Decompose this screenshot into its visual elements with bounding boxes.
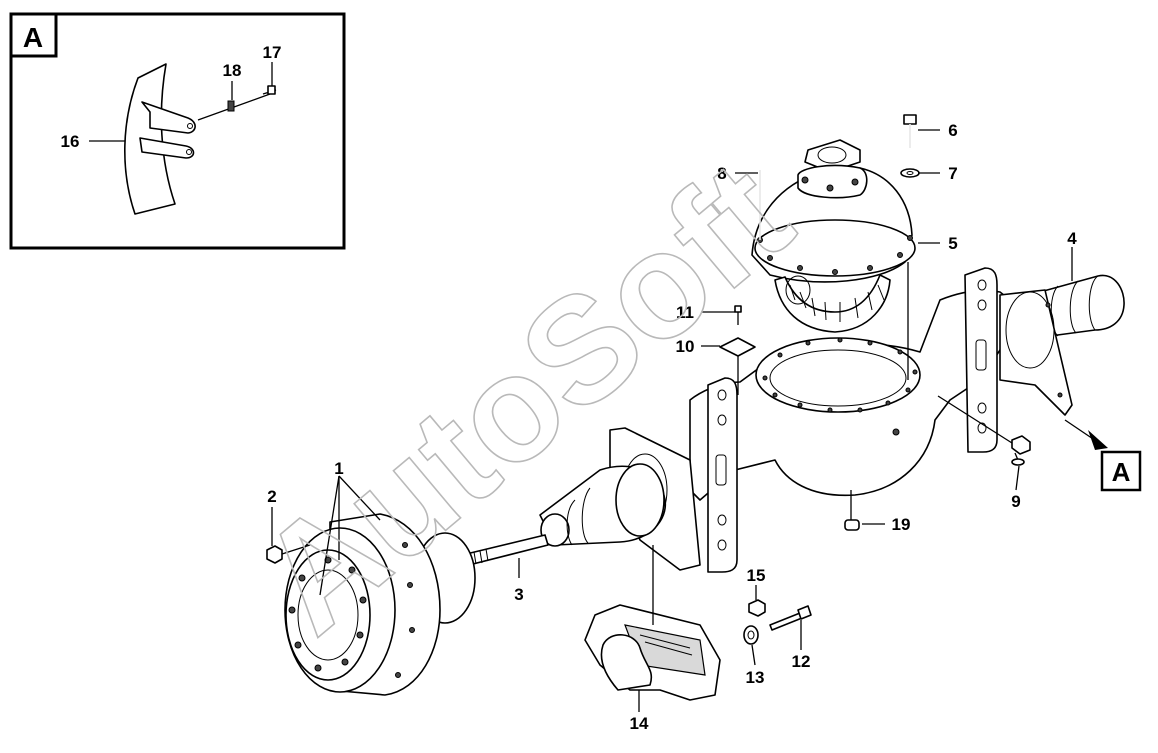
view-letter-box: A [1100, 450, 1142, 492]
callout-19: 19 [892, 515, 911, 534]
callout-17: 17 [263, 43, 282, 62]
callout-13: 13 [746, 668, 765, 687]
bolt-12 [769, 605, 812, 631]
callout-2: 2 [267, 487, 276, 506]
callout-15: 15 [747, 566, 766, 585]
mudguard-bracket-upper [141, 101, 196, 134]
housing-bolt-holes [762, 337, 918, 413]
callout-8: 8 [717, 164, 726, 183]
callout-18: 18 [223, 61, 242, 80]
spring-seat-right [964, 267, 1073, 453]
wheel-hub [284, 513, 476, 696]
callout-labels: 1 2 3 4 5 6 7 8 9 10 11 12 13 14 15 16 1… [61, 43, 1078, 733]
view-a-arrow [1088, 430, 1108, 450]
hub-bolt-circle [288, 556, 367, 672]
gasket-10 [719, 337, 756, 357]
brake-caliper [584, 604, 721, 701]
differential-carrier [751, 139, 916, 333]
breather-9 [1011, 435, 1031, 466]
callout-10: 10 [676, 337, 695, 356]
caliper-bolt-15 [748, 599, 766, 617]
callout-1: 1 [334, 459, 343, 478]
mudguard-bracket-lower [139, 137, 195, 159]
washer-7 [900, 168, 920, 178]
callout-7: 7 [948, 164, 957, 183]
callout-14: 14 [630, 714, 649, 733]
inset-letter-box [9, 12, 58, 58]
callout-12: 12 [792, 652, 811, 671]
washer-18 [227, 100, 235, 112]
carrier-bolts [757, 176, 913, 275]
bolt-6 [903, 114, 917, 148]
plug-19 [844, 519, 860, 531]
detail-view-a-inset: A [9, 12, 346, 250]
callout-4: 4 [1067, 229, 1077, 248]
washer-13 [743, 625, 759, 645]
callout-9: 9 [1011, 492, 1020, 511]
callout-11: 11 [676, 303, 694, 322]
screw-11 [734, 305, 742, 325]
callout-6: 6 [948, 121, 957, 140]
view-letter: A [1112, 457, 1131, 487]
axle-housing [689, 289, 1021, 501]
wheel-nut [266, 544, 311, 564]
callout-5: 5 [948, 234, 957, 253]
inset-letter: A [23, 22, 43, 53]
callout-16: 16 [61, 132, 80, 151]
callout-3: 3 [514, 585, 523, 604]
axle-tube-left [539, 463, 667, 547]
housing-opening [755, 337, 921, 413]
